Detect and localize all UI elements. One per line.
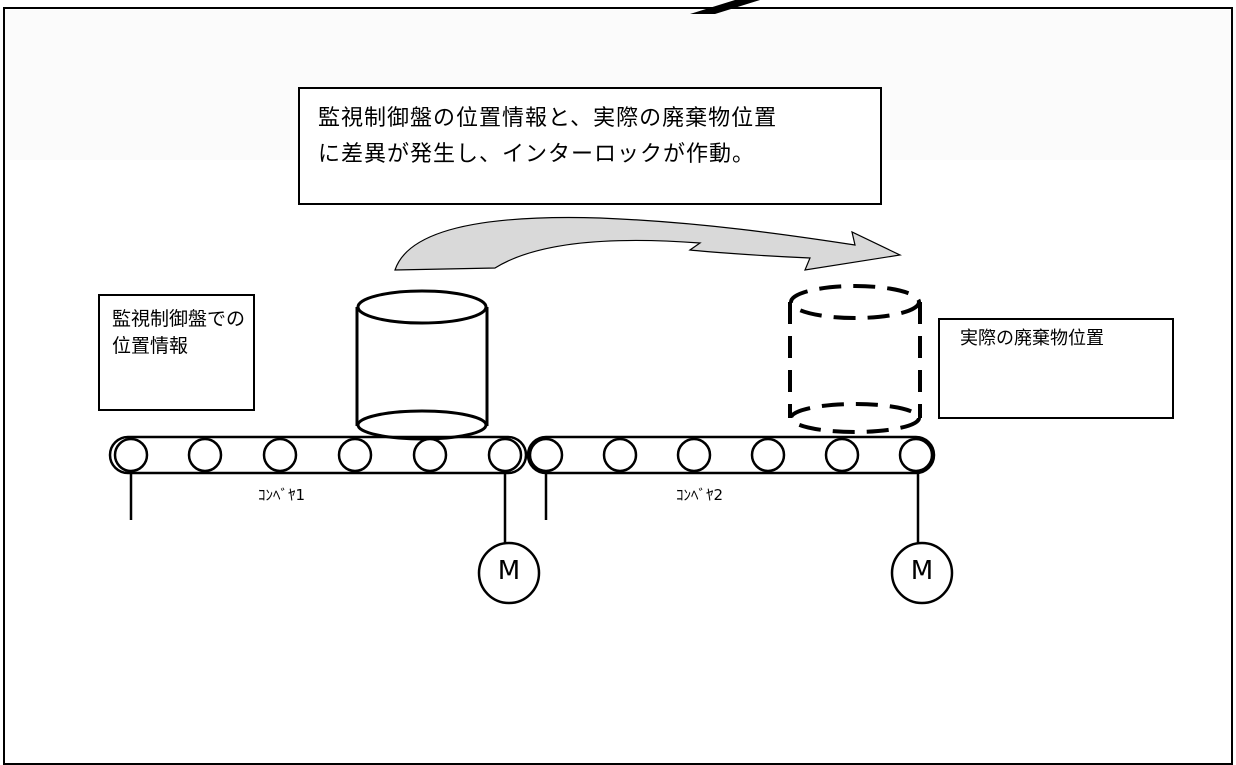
diagram-frame [3, 7, 1233, 765]
motor-1-icon [477, 541, 541, 605]
motor-2-label: M [910, 556, 934, 586]
actual-waste-position-note: 実際の廃棄物位置 [938, 318, 1174, 419]
actual-position-cylinder [788, 284, 922, 434]
conveyor-1-label: ｺﾝﾍﾞﾔ1 [258, 486, 306, 504]
control-panel-position-note: 監視制御盤での 位置情報 [98, 294, 255, 411]
motor-1-label: M [497, 556, 521, 586]
motor-2-icon [890, 541, 954, 605]
interlock-callout: 監視制御盤の位置情報と、実際の廃棄物位置 に差異が発生し、インターロックが作動。 [298, 87, 882, 205]
transfer-arrow-icon [394, 216, 902, 271]
conveyor-1 [108, 435, 541, 605]
conveyor-2-label: ｺﾝﾍﾞﾔ2 [676, 486, 724, 504]
tracked-position-cylinder [355, 289, 489, 441]
top-arrow-fragment-icon [690, 0, 760, 14]
conveyor-2 [526, 435, 954, 605]
